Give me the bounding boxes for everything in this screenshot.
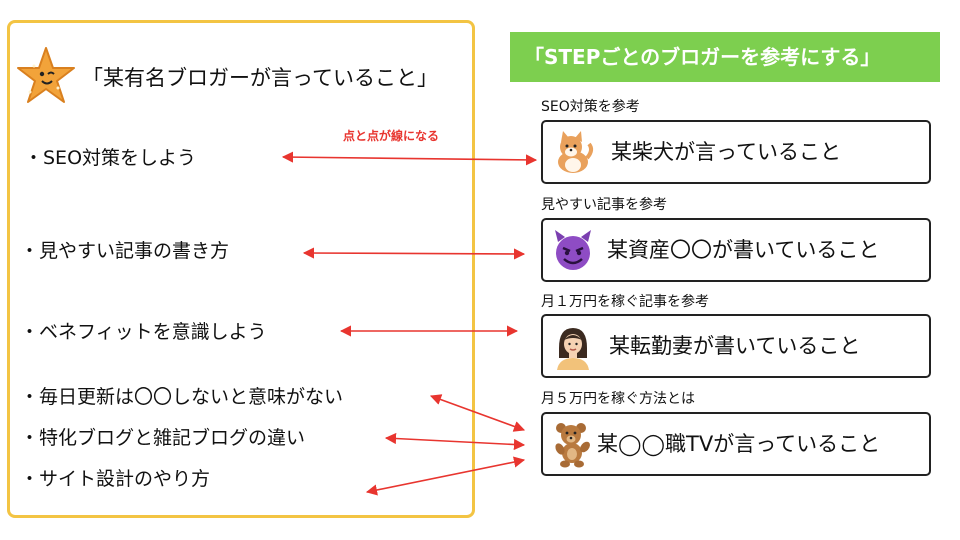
left-panel bbox=[7, 20, 475, 518]
arrow-line bbox=[365, 456, 526, 496]
list-item: ・ベネフィットを意識しよう bbox=[20, 321, 267, 343]
teddy-bear-icon bbox=[555, 423, 590, 468]
arrow-line bbox=[384, 432, 526, 451]
list-item: ・サイト設計のやり方 bbox=[20, 468, 211, 490]
source-box: 某柴犬が言っていること bbox=[541, 120, 931, 184]
shiba-dog-icon bbox=[558, 131, 594, 173]
source-box: 某資産〇〇が書いていること bbox=[541, 218, 931, 282]
source-label: 月５万円を稼ぐ方法とは bbox=[541, 391, 695, 407]
source-label: 見やすい記事を参考 bbox=[541, 197, 667, 213]
connection-note: 点と点が線になる bbox=[343, 129, 440, 143]
list-item: ・特化ブログと雑記ブログの違い bbox=[20, 427, 306, 449]
list-item: ・毎日更新は〇〇しないと意味がない bbox=[20, 386, 344, 408]
source-label: 月１万円を稼ぐ記事を参考 bbox=[541, 294, 709, 310]
starfish-icon bbox=[17, 47, 75, 103]
source-text: 某転勤妻が書いていること bbox=[609, 334, 861, 358]
source-text: 某柴犬が言っていること bbox=[611, 140, 841, 164]
heading-text: 「某有名ブロガーが言っていること」 bbox=[82, 66, 438, 90]
arrow-line bbox=[302, 247, 526, 260]
woman-avatar-icon bbox=[557, 328, 589, 370]
banner: 「STEPごとのブロガーを参考にする」 bbox=[510, 32, 940, 82]
arrow-line bbox=[429, 394, 526, 432]
source-box: 某◯◯職TVが言っていること bbox=[541, 412, 931, 476]
source-text: 某◯◯職TVが言っていること bbox=[597, 432, 881, 456]
source-text: 某資産〇〇が書いていること bbox=[607, 238, 880, 262]
source-box: 某転勤妻が書いていること bbox=[541, 314, 931, 378]
list-item: ・見やすい記事の書き方 bbox=[20, 240, 230, 262]
list-item: ・SEO対策をしよう bbox=[24, 147, 197, 169]
heading: 「某有名ブロガーが言っていること」 bbox=[14, 44, 474, 108]
purple-devil-icon bbox=[555, 230, 591, 270]
source-label: SEO対策を参考 bbox=[541, 99, 640, 115]
arrow-line bbox=[281, 151, 538, 166]
